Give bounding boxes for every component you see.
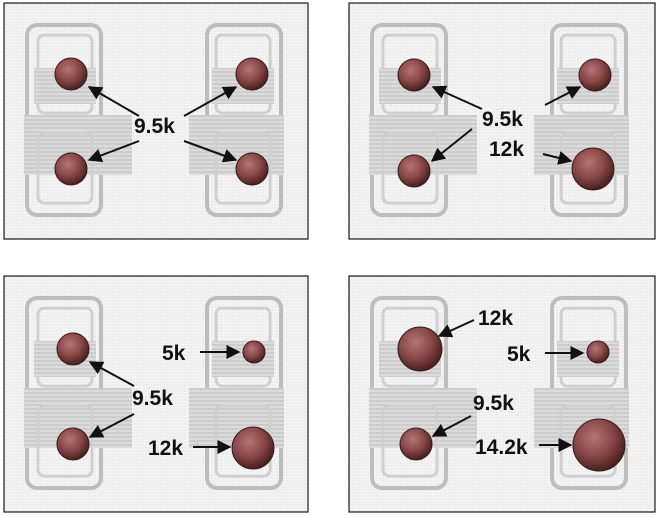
- pointer-arrow: [544, 86, 582, 106]
- burner-right-rear: [242, 340, 266, 364]
- cooktop-panel-3: 9.5k 5k 12k: [3, 275, 309, 513]
- burner-left-front: [54, 152, 88, 186]
- burner-right-front: [572, 418, 626, 472]
- burner-grate-left: [24, 23, 132, 217]
- cooktop-panel-1: 9.5k: [3, 2, 309, 240]
- rating-label: 12k: [148, 437, 183, 460]
- pointer-arrow: [431, 85, 483, 110]
- burner-left-front: [56, 427, 90, 461]
- burner-left-front: [399, 427, 433, 461]
- burner-left-front: [397, 154, 431, 188]
- burner-left-rear: [56, 332, 90, 366]
- pointer-arrow: [87, 86, 140, 117]
- cooktop-panel-4: 12k 9.5k 5k 14.2k: [348, 275, 656, 513]
- burner-left-rear: [397, 58, 431, 92]
- burner-right-rear: [586, 340, 610, 364]
- burner-left-rear: [397, 326, 443, 372]
- burner-right-front: [235, 152, 269, 186]
- pointer-arrow: [183, 140, 238, 163]
- burner-left-rear: [54, 57, 88, 91]
- burner-right-rear: [235, 57, 269, 91]
- rating-label: 5k: [162, 342, 186, 365]
- rating-label: 5k: [507, 343, 531, 366]
- burner-right-rear: [578, 58, 612, 92]
- rating-label: 9.5k: [132, 387, 173, 410]
- rating-label: 9.5k: [473, 392, 514, 415]
- pointer-arrow: [87, 140, 140, 163]
- pointer-arrow: [88, 361, 135, 387]
- cooktop-panel-2: 9.5k 12k: [348, 2, 656, 240]
- rating-label: 12k: [489, 138, 524, 161]
- rating-label: 9.5k: [134, 115, 175, 138]
- pointer-arrow: [88, 413, 135, 438]
- pointer-arrow: [437, 319, 475, 338]
- pointer-arrow: [183, 86, 238, 117]
- burner-right-front: [231, 426, 275, 470]
- burner-right-front: [571, 147, 615, 191]
- pointer-arrow: [430, 128, 473, 162]
- pointer-arrow: [542, 151, 573, 165]
- rating-label: 9.5k: [482, 108, 523, 131]
- pointer-arrow: [431, 415, 472, 437]
- rating-label: 12k: [478, 307, 513, 330]
- rating-label: 14.2k: [475, 436, 528, 459]
